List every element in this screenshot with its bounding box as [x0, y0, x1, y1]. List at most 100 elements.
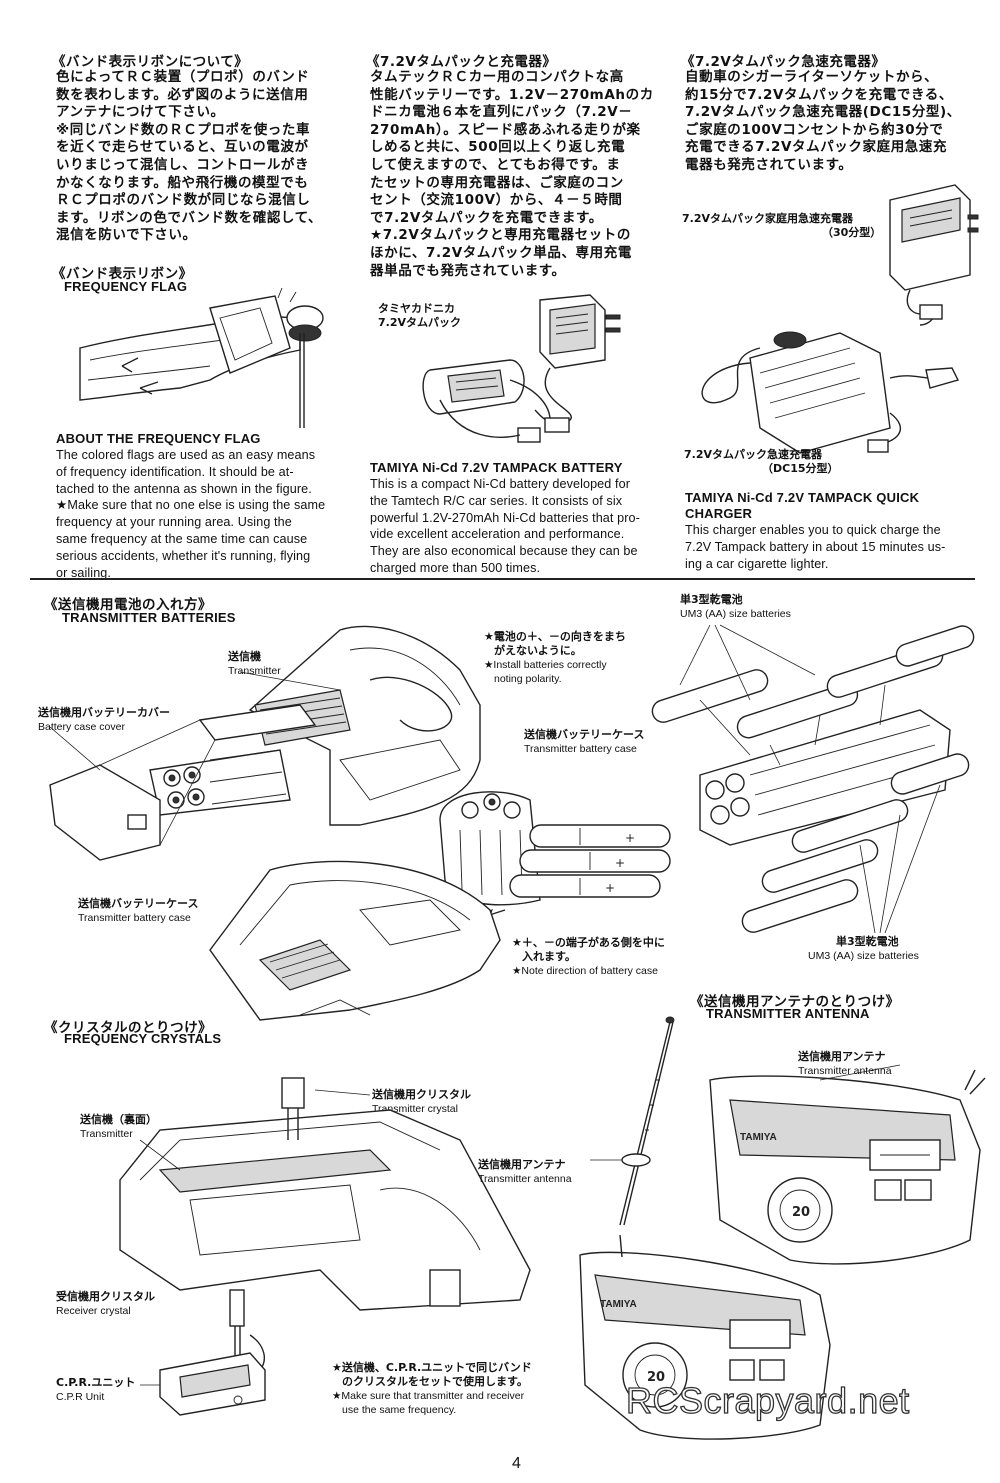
- text-line: 送信機: [228, 650, 261, 663]
- text-line: They are also economical because they ca…: [370, 544, 638, 559]
- about-flag-heading: ABOUT THE FREQUENCY FLAG: [56, 431, 261, 446]
- text-line: 270mAh）。スピード感あふれる走りが楽: [370, 121, 641, 138]
- band-body-jp: 色によってＲＣ装置（プロポ）のバンド 数を表わします。必ず図のように送信用 アン…: [56, 69, 356, 245]
- text-line: して使えますので、とてもお得です。ま: [370, 156, 621, 173]
- text-line: セント（交流100V）から、４－５時間: [370, 192, 623, 209]
- text-line: 単3型乾電池: [836, 935, 899, 948]
- text-line: ★Note direction of battery case: [512, 965, 658, 977]
- text-line: 受信機用クリスタル: [56, 1290, 155, 1303]
- cpr-unit-illustration: [140, 1289, 266, 1416]
- text-line: This charger enables you to quick charge…: [685, 523, 941, 537]
- page-number: 4: [512, 1455, 521, 1472]
- text-line: Transmitter: [80, 1128, 133, 1140]
- text-line: で7.2Vタムパックを充電できます。: [370, 209, 603, 226]
- text-line: ※同じバンド数のＲＣプロポを使った車: [56, 121, 311, 138]
- text-line: the Tamtech R/C car series. It consists …: [370, 493, 623, 508]
- text-line: 送信機用アンテナ: [798, 1050, 886, 1063]
- text-line: たセットの専用充電器は、ご家庭のコン: [370, 174, 624, 191]
- text-line: vide excellent acceleration and performa…: [370, 527, 625, 542]
- tampack-battery-and-charger-illustration: [422, 294, 621, 443]
- text-line: ほかに、7.2Vタムパック単品、専用充電: [370, 244, 632, 261]
- text-line: UM3 (AA) size batteries: [808, 950, 919, 962]
- home-charger-label: 7.2Vタムパック家庭用急速充電器 （30分型）: [682, 212, 882, 240]
- quick-charger-heading-en: TAMIYA Ni-Cd 7.2V TAMPACK QUICK CHARGER: [685, 490, 919, 522]
- text-line: Transmitter battery case: [524, 743, 637, 755]
- text-line: 入れます。: [522, 950, 576, 963]
- device-label: 20: [792, 1205, 810, 1220]
- text-line: 送信機用バッテリーカバー: [38, 706, 170, 719]
- section-divider: [30, 578, 975, 580]
- um3-top-label: 単3型乾電池 UM3 (AA) size batteries: [680, 593, 791, 621]
- text-line: しめると共に、500回以上くり返し充電: [370, 139, 626, 156]
- tampack-body-jp: タムテックＲＣカー用のコンパクトな高 性能バッテリーです。1.2V－270mAh…: [370, 69, 670, 280]
- text-line: 送信機バッテリーケース: [78, 897, 199, 910]
- text-line: Receiver crystal: [56, 1305, 131, 1317]
- text-line: 7.2V Tampack battery in about 15 minutes…: [685, 539, 946, 554]
- text-line: 数を表わします。必ず図のように送信用: [56, 86, 309, 103]
- text-line: アンテナにつけて下さい。: [56, 104, 225, 121]
- text-line: 器単品でも発売されています。: [370, 262, 566, 279]
- text-line: のクリスタルをセットで使用します。: [342, 1375, 528, 1388]
- text-line: ドニカ電池６本を直列にパック（7.2V－: [370, 104, 633, 121]
- text-line: 単3型乾電池: [680, 593, 743, 606]
- text-line: Transmitter: [228, 665, 281, 677]
- antenna-rod-illustration: [590, 1016, 675, 1226]
- battery-cover-label: 送信機用バッテリーカバー Battery case cover: [38, 706, 170, 734]
- crystals-heading-en: FREQUENCY CRYSTALS: [64, 1031, 222, 1046]
- text-line: Transmitter antenna: [798, 1065, 892, 1077]
- text-line: ★＋、－の端子がある側を中に: [512, 936, 665, 949]
- plus-sign: +: [605, 881, 615, 895]
- home-quick-charger-illustration: [889, 184, 979, 326]
- text-line: ★電池の＋、－の向きをまち: [484, 630, 626, 643]
- um3-bottom-label: 単3型乾電池 UM3 (AA) size batteries: [808, 935, 919, 963]
- tampack-body-en: This is a compact Ni-Cd battery develope…: [370, 476, 670, 577]
- polarity-note: ★電池の＋、－の向きをまち がえないように。 ★Install batterie…: [484, 630, 626, 686]
- watermark: RCScrapyard.net: [625, 1379, 910, 1421]
- text-line: いりまじって混信し、コントロールがき: [56, 156, 310, 173]
- text-line: 性能バッテリーです。1.2V－270mAhのカ: [370, 86, 654, 103]
- text-line: ★7.2Vタムパックと専用充電器セットの: [370, 227, 631, 244]
- transmitter-antenna-installed-illustration: 20 TAMIYA: [579, 1234, 831, 1440]
- text-line: Battery case cover: [38, 721, 125, 733]
- text-line: 送信機（裏面）: [80, 1113, 157, 1126]
- device-label: 20: [647, 1370, 665, 1385]
- text-line: CHARGER: [685, 506, 753, 521]
- tampack-figure-label: タミヤカドニカ 7.2Vタムパック: [378, 302, 461, 330]
- text-line: 混信を防いで下さい。: [56, 227, 197, 244]
- quick-charger-body-en: This charger enables you to quick charge…: [685, 522, 985, 572]
- tx-back-label: 送信機（裏面） Transmitter: [80, 1113, 157, 1141]
- text-line: 色によってＲＣ装置（プロポ）のバンド: [56, 69, 310, 85]
- about-flag-body: The colored flags are used as an easy me…: [56, 447, 366, 581]
- tx-batteries-heading-en: TRANSMITTER BATTERIES: [62, 610, 236, 625]
- battery-case-label-2: 送信機バッテリーケース Transmitter battery case: [78, 897, 198, 925]
- transmitter-top-illustration: 20 TAMIYA: [709, 1064, 986, 1265]
- text-line: （DC15分型）: [762, 462, 839, 475]
- device-label: TAMIYA: [600, 1299, 637, 1310]
- text-line: TAMIYA Ni-Cd 7.2V TAMPACK QUICK: [685, 490, 920, 505]
- text-line: tached to the antenna as shown in the fi…: [56, 481, 312, 496]
- text-line: charged more than 500 times.: [370, 560, 541, 575]
- text-line: Transmitter battery case: [78, 912, 191, 924]
- device-label: TAMIYA: [740, 1132, 777, 1143]
- text-line: ing a car cigarette lighter.: [685, 556, 829, 571]
- cpr-unit-label: C.P.R.ユニット C.P.R Unit: [56, 1376, 135, 1404]
- crystal-note: ★送信機、C.P.R.ユニットで同じバンド のクリスタルをセットで使用します。 …: [332, 1361, 532, 1417]
- antenna-heading-jp: 《送信機用アンテナのとりつけ》: [690, 994, 900, 1010]
- text-line: 7.2Vタムパック急速充電器: [684, 448, 822, 461]
- dc-charger-label: 7.2Vタムパック急速充電器 （DC15分型）: [684, 448, 839, 476]
- text-line: ます。リボンの色でバンド数を確認して、: [56, 209, 323, 226]
- text-line: 7.2Vタムパック: [378, 316, 461, 329]
- loose-aa-batteries: [651, 625, 975, 739]
- text-line: 送信機用アンテナ: [478, 1158, 566, 1171]
- text-line: 7.2Vタムパック家庭用急速充電器: [682, 212, 853, 225]
- band-heading-jp: 《バンド表示リボンについて》: [52, 54, 249, 70]
- text-line: powerful 1.2V-270mAh Ni-Cd batteries tha…: [370, 510, 640, 525]
- text-line: Transmitter antenna: [478, 1173, 572, 1185]
- text-line: serious accidents, whether it's running,…: [56, 548, 311, 563]
- text-line: frequency at your running area. Using th…: [56, 515, 292, 530]
- text-line: C.P.R Unit: [56, 1391, 105, 1403]
- tampack-heading-en: TAMIYA Ni-Cd 7.2V TAMPACK BATTERY: [370, 460, 623, 475]
- antenna-heading-en: TRANSMITTER ANTENNA: [706, 1006, 870, 1021]
- tampack-heading-jp: 《7.2Vタムパックと充電器》: [366, 54, 557, 70]
- plus-sign: +: [615, 856, 625, 870]
